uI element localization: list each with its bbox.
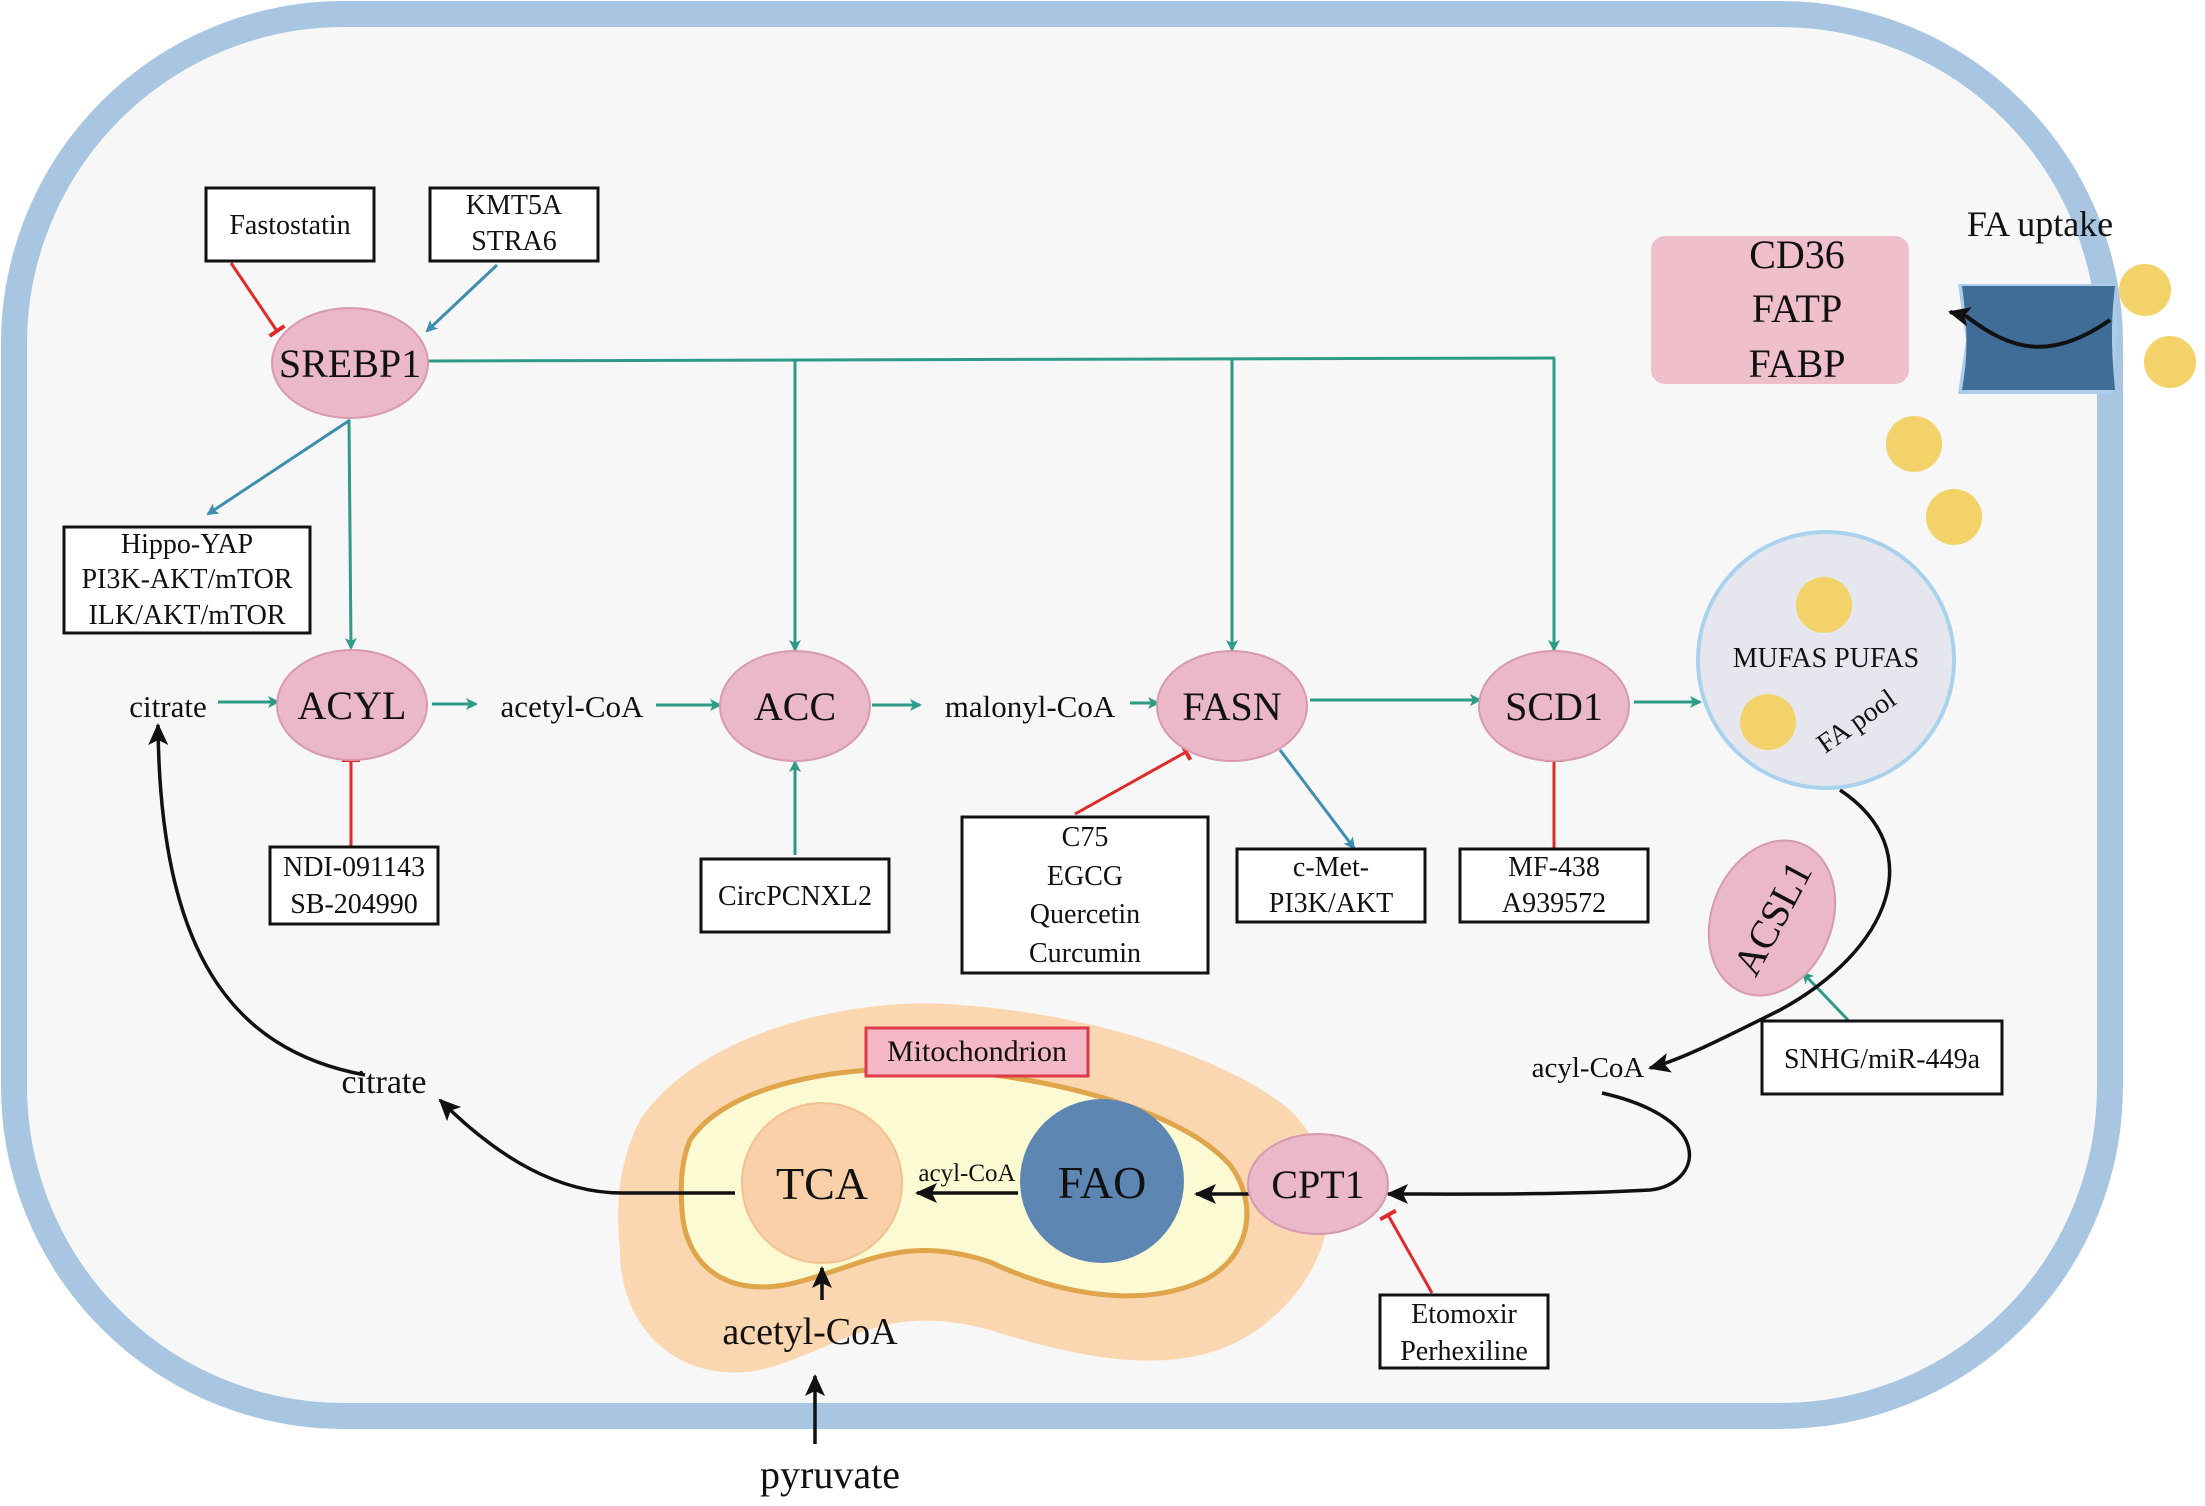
cell-membrane [1,1,2123,1429]
transporter-fabp: FABP [1748,341,1845,386]
hippo-line-1: Hippo-YAP [121,529,253,560]
acetyl-coa-mito-label: acetyl-CoA [722,1311,898,1353]
kmt5a-line-2: STRA6 [471,226,557,257]
citrate-top-label: citrate [129,689,206,724]
cpt1-label: CPT1 [1271,1162,1364,1207]
fatty-acid-droplet [1886,416,1942,472]
tca-label: TCA [776,1158,868,1209]
enzyme-scd1: SCD1 [1478,650,1630,762]
acyl-coa-label: acyl-CoA [1532,1052,1645,1084]
enzyme-srebp1: SREBP1 [271,307,429,419]
box-snhg: SNHG/miR-449a [1760,1019,2004,1096]
box-kmt5a-stra6: KMT5A STRA6 [428,186,600,263]
enzyme-acyl: ACYL [276,649,428,761]
acetyl-coa-label: acetyl-CoA [501,689,645,724]
scd1-label: SCD1 [1505,684,1603,729]
enzyme-acsl1: ACSL1 [1707,839,1837,997]
box-c75-inhibitors: C75 EGCG Quercetin Curcumin [960,815,1210,975]
malonyl-coa-label: malonyl-CoA [945,689,1116,724]
fatty-acid-droplet [2144,336,2196,388]
c75-line-1: C75 [1062,822,1109,853]
acc-label: ACC [754,684,836,729]
ndi-line-1: NDI-091143 [283,852,425,883]
circ-line-1: CircPCNXL2 [718,881,872,912]
mitochondrion-label: Mitochondrion [887,1035,1067,1068]
ndi-line-2: SB-204990 [290,889,418,920]
box-circpcnxl2: CircPCNXL2 [699,857,891,934]
fa-pool: MUFAS PUFAS FA pool [1696,530,1956,790]
mitochondrion [618,1003,1330,1373]
enzyme-acc: ACC [719,650,871,762]
srebp1-label: SREBP1 [279,341,421,386]
box-fastostatin: Fastostatin [204,186,376,263]
kmt5a-line-1: KMT5A [466,190,563,221]
fasn-label: FASN [1182,684,1281,729]
fatty-acid-droplet [1796,577,1852,633]
fatty-acid-droplet [1740,694,1796,750]
transporter-box [1651,236,1909,384]
hippo-line-2: PI3K-AKT/mTOR [81,564,292,595]
fao-label: FAO [1058,1157,1147,1208]
box-cmet-pi3k: c-Met- PI3K/AKT [1235,847,1427,924]
box-ndi-091143: NDI-091143 SB-204990 [268,845,440,926]
enzyme-fasn: FASN [1156,650,1308,762]
acyl-coa-mito-label: acyl-CoA [918,1160,1015,1187]
box-etomoxir: Etomoxir Perhexiline [1378,1293,1550,1370]
pyruvate-label: pyruvate [760,1452,900,1497]
c75-line-2: EGCG [1047,861,1123,892]
c75-line-4: Curcumin [1029,938,1141,969]
fao-circle [1020,1099,1184,1263]
snhg-line-1: SNHG/miR-449a [1784,1044,1981,1075]
box-hippo-yap: Hippo-YAP PI3K-AKT/mTOR ILK/AKT/mTOR [62,525,312,635]
black-flow-arrows [148,723,1892,1444]
fatty-acid-droplet [2119,264,2171,316]
fatty-acid-droplet [1926,489,1982,545]
fastostatin-line-1: Fastostatin [229,210,350,241]
transporter-cd36: CD36 [1749,232,1845,277]
fa-pool-line-1: MUFAS PUFAS [1733,643,1919,674]
mf-line-1: MF-438 [1508,852,1600,883]
hippo-line-3: ILK/AKT/mTOR [88,600,285,631]
main-pathway-arrows [218,694,1850,1022]
box-mitochondrion: Mitochondrion [864,1026,1090,1078]
acyl-label: ACYL [298,683,407,728]
tca-circle [741,1102,903,1264]
etomoxir-line-1: Etomoxir [1411,1299,1517,1330]
cmet-line-2: PI3K/AKT [1269,888,1393,919]
mf-line-2: A939572 [1502,888,1606,919]
etomoxir-line-2: Perhexiline [1400,1336,1528,1367]
inhibition-arrows [342,743,1563,1294]
citrate-lower-label: citrate [342,1064,427,1101]
enzyme-cpt1: CPT1 [1247,1133,1389,1235]
transporter-fatp: FATP [1752,286,1842,331]
box-mf-438: MF-438 A939572 [1458,847,1650,924]
fa-uptake: FA uptake CD36 FATP FABP [1651,204,2196,545]
cmet-line-1: c-Met- [1293,852,1369,883]
srebp1-network [206,262,1560,652]
fa-uptake-title: FA uptake [1967,204,2113,244]
c75-line-3: Quercetin [1030,899,1140,930]
